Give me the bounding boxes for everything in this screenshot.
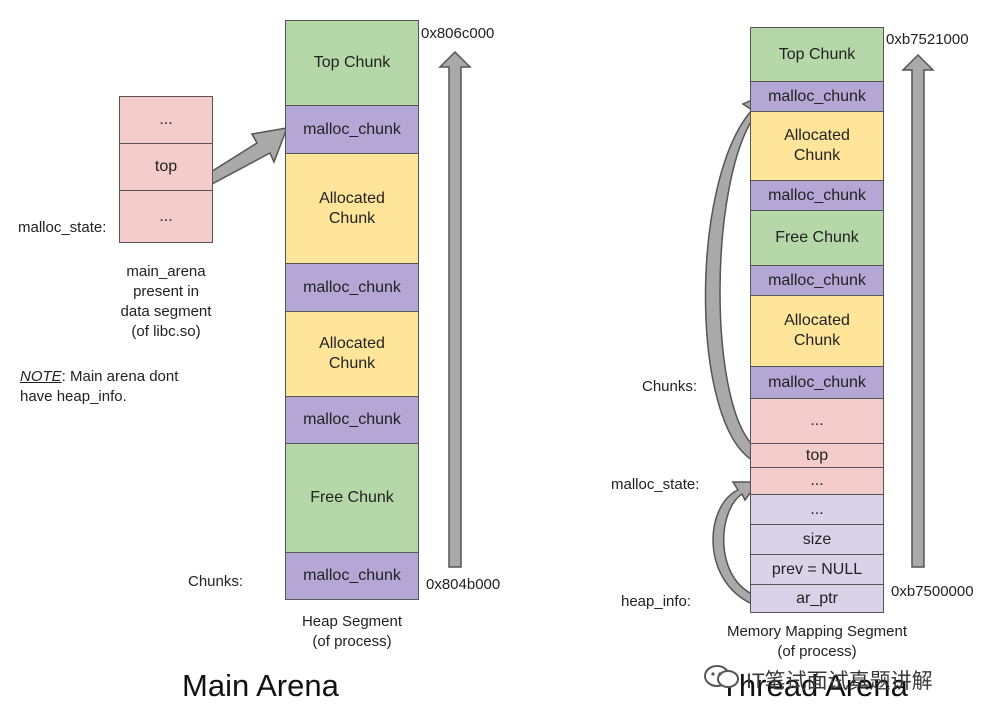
main-malloc-chunk-1: malloc_chunk: [285, 105, 419, 154]
main-state-caption: main_arena present in data segment (of l…: [120, 263, 212, 340]
watermark-logo-icon: [704, 664, 740, 690]
thread-malloc-chunk-2: malloc_chunk: [750, 180, 884, 211]
main-chunks-label: Chunks:: [188, 573, 244, 590]
thread-malloc-chunk-4: malloc_chunk: [750, 366, 884, 399]
thread-free-chunk: Free Chunk: [750, 210, 884, 266]
main-addr-top: 0x806c000: [421, 25, 495, 42]
main-top-pointer-arrow: [204, 127, 289, 185]
main-malloc-chunk-3: malloc_chunk: [285, 396, 419, 444]
thread-info-field-0: ...: [750, 494, 884, 525]
watermark-text: IT笔试面试真题讲解: [746, 670, 933, 693]
main-arena-title: Main Arena: [182, 668, 339, 703]
thread-info-prev: prev = NULL: [750, 554, 884, 585]
thread-allocated-chunk-1: Allocated Chunk: [750, 111, 884, 181]
main-state-field-0: ...: [119, 96, 213, 144]
main-state-field-2: ...: [119, 190, 213, 243]
main-allocated-chunk-2: Allocated Chunk: [285, 311, 419, 397]
thread-state-field-0: ...: [750, 398, 884, 444]
thread-address-arrow: [901, 53, 935, 568]
main-top-chunk: Top Chunk: [285, 20, 419, 106]
thread-info-ar-ptr: ar_ptr: [750, 584, 884, 613]
thread-state-field-2: ...: [750, 467, 884, 495]
main-state-field-top: top: [119, 143, 213, 191]
main-segment-label: Heap Segment (of process): [301, 613, 403, 650]
main-addr-bottom: 0x804b000: [426, 576, 501, 593]
thread-info-label: heap_info:: [621, 593, 692, 610]
main-malloc-chunk-4: malloc_chunk: [285, 552, 419, 600]
thread-segment-label: Memory Mapping Segment (of process): [726, 623, 908, 660]
thread-arena-title: Thread Arena: [720, 668, 908, 703]
main-note: NOTE: Main arena dont have heap_info.: [20, 367, 178, 407]
main-address-arrow: [438, 50, 472, 568]
thread-addr-bottom: 0xb7500000: [891, 583, 974, 600]
thread-info-size: size: [750, 524, 884, 555]
thread-chunks-label: Chunks:: [642, 378, 698, 395]
thread-allocated-chunk-2: Allocated Chunk: [750, 295, 884, 367]
thread-state-field-top: top: [750, 443, 884, 468]
main-malloc-chunk-2: malloc_chunk: [285, 263, 419, 312]
main-free-chunk: Free Chunk: [285, 443, 419, 553]
thread-top-chunk: Top Chunk: [750, 27, 884, 82]
main-allocated-chunk-1: Allocated Chunk: [285, 153, 419, 264]
thread-addr-top: 0xb7521000: [886, 31, 969, 48]
thread-malloc-chunk-1: malloc_chunk: [750, 81, 884, 112]
thread-malloc-chunk-3: malloc_chunk: [750, 265, 884, 296]
note-text: : Main arena dont have heap_info.: [20, 368, 179, 405]
main-state-label: malloc_state:: [18, 219, 107, 236]
thread-state-label: malloc_state:: [611, 476, 700, 493]
note-word: NOTE: [20, 368, 62, 385]
